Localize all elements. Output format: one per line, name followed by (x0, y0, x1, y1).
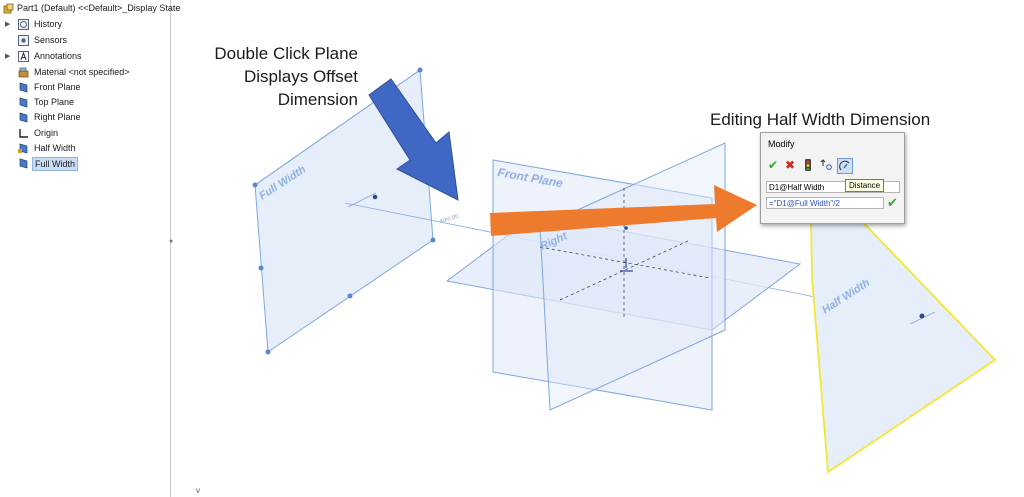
expand-arrow-icon[interactable]: ▶ (5, 53, 11, 60)
annotations-icon (18, 51, 29, 62)
orange-callout-arrow (490, 185, 757, 236)
modify-dialog-title: Modify (768, 139, 795, 149)
distance-tooltip: Distance (845, 179, 885, 192)
tree-item-label: Full Width (32, 157, 79, 171)
callout-editing-text: Editing Half Width Dimension (710, 110, 931, 129)
material-icon (18, 67, 29, 78)
callout-line: Double Click Plane (214, 44, 358, 63)
plane-icon (19, 97, 28, 108)
callout-double-click-text: Double Click Plane Displays Offset Dimen… (190, 42, 358, 111)
sensors-icon (18, 35, 29, 46)
tree-item-label: Sensors (34, 35, 68, 45)
view-orientation-indicator: v (196, 486, 200, 495)
feature-manager-tree: Part1 (Default) <<Default>_Display State… (0, 0, 180, 497)
part-icon (3, 3, 14, 14)
dimension-endpoint (372, 194, 378, 200)
origin-icon (19, 129, 28, 138)
plane-handle[interactable] (417, 67, 423, 73)
model-view-canvas: Full Width 40in.00 Front Plane Right Hal… (196, 67, 997, 495)
plane-icon (18, 143, 28, 154)
plane-handle[interactable] (258, 265, 264, 271)
tree-item-label: Top Plane (34, 97, 75, 107)
plane-handle[interactable] (252, 182, 258, 188)
history-icon (18, 19, 29, 30)
mark-for-drawing-icon[interactable] (837, 158, 853, 174)
half-width-plane[interactable] (809, 164, 997, 474)
plane-icon (19, 158, 28, 169)
tree-item-label: Half Width (34, 143, 76, 153)
expand-arrow-icon[interactable]: ▶ (5, 21, 11, 28)
tree-root-label: Part1 (Default) <<Default>_Display State (17, 3, 181, 13)
modify-dialog: Modify ✔ ✖ D1@Half Width ="D1@Full Width… (760, 132, 905, 224)
cancel-x-icon[interactable]: ✖ (784, 158, 796, 172)
plane-handle[interactable] (265, 349, 271, 355)
reset-spin-increment-icon[interactable] (819, 158, 833, 172)
plane-handle[interactable] (430, 237, 436, 243)
equation-accept-check-icon[interactable]: ✔ (887, 195, 898, 210)
tree-item-label: Origin (34, 128, 59, 138)
callout-line: Dimension (277, 90, 358, 109)
rebuild-icon[interactable] (801, 158, 815, 172)
plane-handle[interactable] (347, 293, 353, 299)
panel-splitter-handle[interactable]: ● (169, 238, 174, 245)
plane-icon (19, 82, 28, 93)
blue-callout-arrow (368, 78, 459, 201)
tree-item-label: Annotations (34, 51, 82, 61)
tree-item-label: Front Plane (34, 82, 81, 92)
callout-line: Displays Offset (243, 67, 358, 86)
dimension-equation-input[interactable]: ="D1@Full Width"/2 (766, 197, 884, 209)
origin-triad-icon (620, 258, 633, 272)
dimension-endpoint (919, 313, 925, 319)
plane-icon (19, 112, 28, 123)
graphics-area[interactable]: Full Width 40in.00 Front Plane Right Hal… (172, 0, 1024, 497)
tree-item-label: Right Plane (34, 112, 81, 122)
dimension-value-label[interactable]: 40in.00 (439, 214, 460, 225)
accept-check-icon[interactable]: ✔ (767, 158, 779, 172)
tree-item-label: Material <not specified> (34, 67, 130, 77)
tree-item-label: History (34, 19, 63, 29)
